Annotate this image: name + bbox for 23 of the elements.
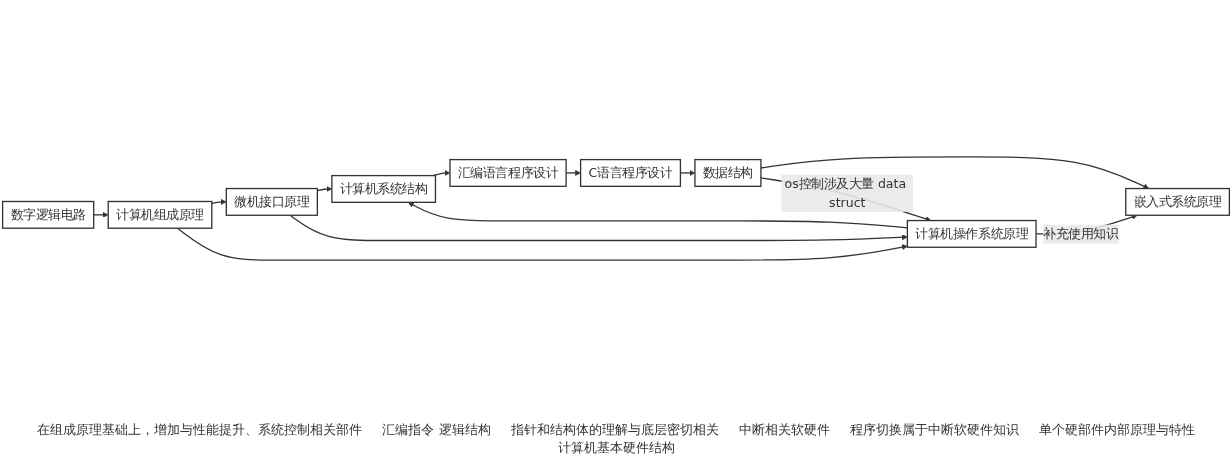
edge-label: os控制涉及大量 data struct bbox=[784, 176, 907, 210]
arrow bbox=[211, 199, 227, 205]
node-box: 计算机组成原理 bbox=[107, 200, 213, 229]
note-text: 在组成原理基础上，增加与性能提升、系统控制相关部件 bbox=[37, 421, 363, 439]
node-box: C语言程序设计 bbox=[579, 158, 682, 187]
arrow bbox=[760, 156, 1150, 189]
edge-label: 补充使用知识 bbox=[1043, 226, 1119, 241]
node-box: 计算机操作系统原理 bbox=[906, 219, 1037, 248]
node-box: 嵌入式系统原理 bbox=[1125, 187, 1230, 216]
arrow bbox=[93, 211, 109, 218]
note-text: 指针和结构体的理解与底层密切相关 bbox=[510, 421, 719, 439]
note-text: 计算机基本硬件结构 bbox=[557, 439, 675, 457]
arrow bbox=[289, 214, 908, 242]
node-box: 数据结构 bbox=[694, 158, 762, 187]
note-text: 单个硬部件内部原理与特性 bbox=[1038, 421, 1195, 439]
node-box: 汇编语言程序设计 bbox=[449, 158, 567, 187]
note-text: 汇编指令 逻辑结构 bbox=[382, 421, 491, 439]
note-text: 程序切换属于中断软硬件知识 bbox=[849, 421, 1019, 439]
note-text: 中断相关软硬件 bbox=[738, 421, 830, 439]
arrow bbox=[176, 227, 908, 261]
node-box: 计算机系统结构 bbox=[331, 174, 437, 203]
node-box: 数字逻辑电路 bbox=[2, 200, 95, 229]
node-box: 微机接口原理 bbox=[225, 187, 319, 216]
